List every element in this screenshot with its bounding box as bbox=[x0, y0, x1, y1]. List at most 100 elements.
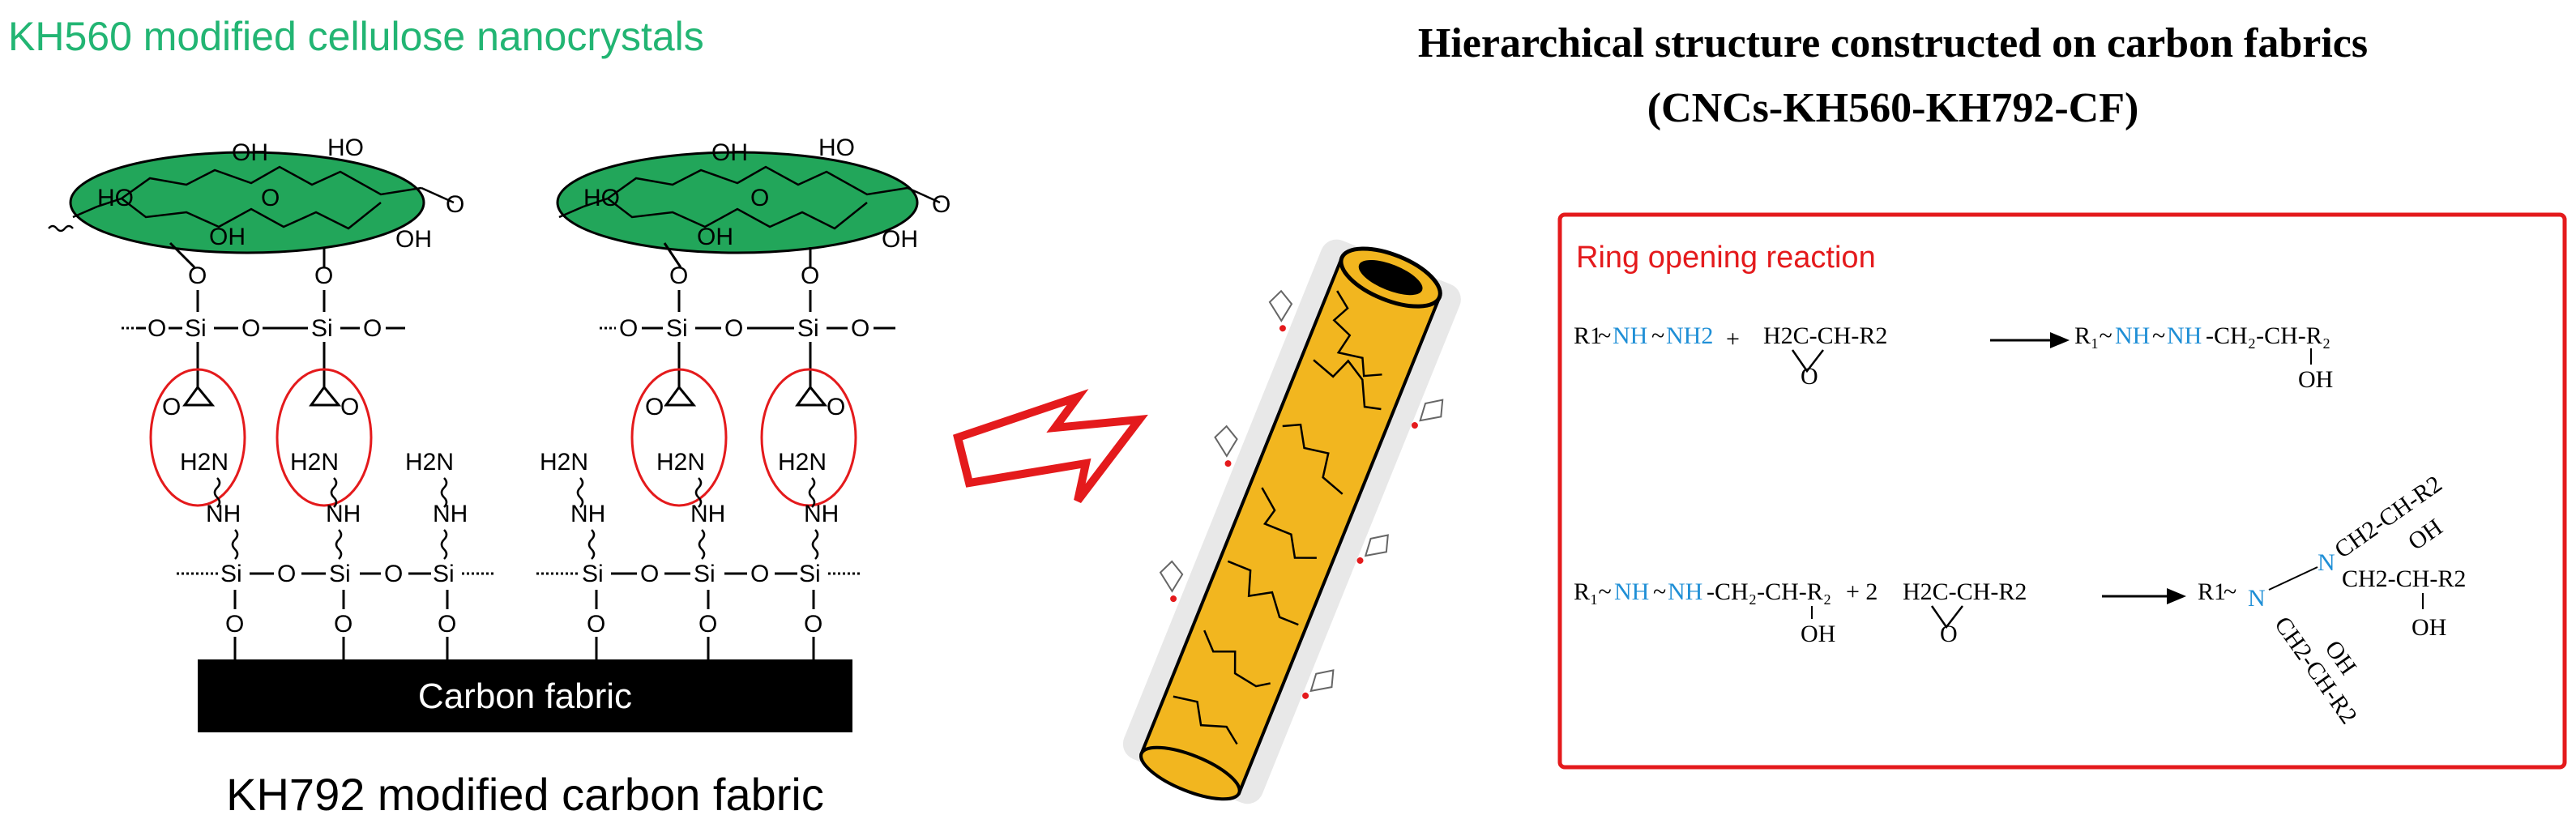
svg-text:NH: NH bbox=[1668, 578, 1702, 605]
svg-text:O: O bbox=[1940, 621, 1958, 647]
svg-text:H2N: H2N bbox=[540, 449, 588, 476]
right-title-line1: Hierarchical structure constructed on ca… bbox=[1418, 20, 2368, 66]
svg-text:Si: Si bbox=[220, 561, 242, 587]
svg-text:+ 2: + 2 bbox=[1846, 578, 1878, 605]
svg-text:OH: OH bbox=[232, 139, 268, 166]
svg-text:O: O bbox=[932, 191, 951, 218]
svg-text:R₁~: R₁~ bbox=[2074, 322, 2112, 349]
svg-text:H2N: H2N bbox=[180, 449, 229, 476]
svg-text:H2N: H2N bbox=[405, 449, 454, 476]
svg-text:Si: Si bbox=[433, 561, 455, 587]
svg-text:~: ~ bbox=[1651, 322, 1664, 349]
svg-text:O: O bbox=[851, 315, 869, 342]
svg-text:O: O bbox=[438, 611, 456, 638]
svg-text:~: ~ bbox=[1598, 322, 1611, 349]
svg-text:HO: HO bbox=[327, 134, 364, 161]
svg-text:HO: HO bbox=[97, 185, 134, 211]
svg-text:NH: NH bbox=[206, 501, 241, 527]
svg-text:O: O bbox=[340, 394, 359, 420]
svg-text:OH: OH bbox=[2403, 514, 2447, 556]
svg-text:O: O bbox=[619, 315, 638, 342]
reaction-1: R1 ~ NH ~ NH2 + H2C-CH-R2 O R₁~ NH ~ NH … bbox=[1574, 322, 2333, 393]
svg-text:N: N bbox=[2318, 549, 2335, 576]
svg-text:NH: NH bbox=[433, 501, 468, 527]
svg-text:O: O bbox=[162, 394, 181, 420]
svg-text:O: O bbox=[804, 611, 822, 638]
svg-text:OH: OH bbox=[711, 139, 748, 166]
reaction-2: R₁~ NH ~ NH -CH₂-CH-R₂ OH + 2 H2C-CH-R2 … bbox=[1574, 471, 2466, 729]
svg-text:O: O bbox=[750, 185, 769, 211]
upper-siloxane-left: O O O Si O Si O bbox=[122, 241, 405, 373]
svg-text:OH: OH bbox=[882, 226, 918, 253]
svg-text:OH: OH bbox=[2298, 366, 2333, 393]
svg-text:O: O bbox=[640, 561, 659, 587]
svg-text:O: O bbox=[384, 561, 403, 587]
svg-text:+: + bbox=[1726, 326, 1740, 352]
transition-arrow-icon bbox=[953, 389, 1148, 504]
svg-text:O: O bbox=[827, 394, 845, 420]
svg-text:Si: Si bbox=[666, 315, 688, 342]
svg-text:O: O bbox=[188, 262, 207, 289]
svg-text:O: O bbox=[277, 561, 296, 587]
svg-text:Si: Si bbox=[311, 315, 333, 342]
svg-text:Si: Si bbox=[582, 561, 604, 587]
svg-text:~: ~ bbox=[2152, 322, 2165, 349]
svg-text:O: O bbox=[724, 315, 743, 342]
left-caption: KH792 modified carbon fabric bbox=[226, 769, 824, 820]
svg-text:H2N: H2N bbox=[290, 449, 339, 476]
svg-text:~: ~ bbox=[1653, 578, 1666, 605]
svg-text:NH: NH bbox=[1613, 322, 1647, 349]
svg-text:Si: Si bbox=[329, 561, 351, 587]
cnc-right: OH HO HO O OH OH O bbox=[556, 134, 951, 254]
svg-text:Si: Si bbox=[797, 315, 819, 342]
svg-text:NH: NH bbox=[804, 501, 839, 527]
upper-siloxane-right: O O O Si O Si O bbox=[600, 242, 895, 373]
reaction-sites: O O O O bbox=[149, 368, 857, 507]
svg-text:O: O bbox=[698, 611, 717, 638]
svg-text:NH: NH bbox=[326, 501, 361, 527]
svg-text:Si: Si bbox=[185, 315, 207, 342]
svg-text:NH: NH bbox=[2115, 322, 2150, 349]
svg-text:O: O bbox=[261, 185, 280, 211]
carbon-fabric-bar bbox=[198, 659, 852, 732]
svg-text:R1: R1 bbox=[1574, 322, 1602, 349]
svg-text:Si: Si bbox=[694, 561, 716, 587]
svg-text:O: O bbox=[334, 611, 352, 638]
svg-text:N: N bbox=[2248, 585, 2266, 612]
svg-text:R1: R1 bbox=[2198, 578, 2226, 605]
svg-text:OH: OH bbox=[2412, 614, 2446, 641]
svg-text:O: O bbox=[363, 315, 382, 342]
svg-text:OH: OH bbox=[209, 224, 246, 250]
right-title-line2: (CNCs-KH560-KH792-CF) bbox=[1647, 85, 2139, 131]
cnc-left: OH HO HO O OH OH O bbox=[48, 134, 464, 254]
carbon-fiber-icon bbox=[1122, 239, 1461, 804]
svg-text:H2C-CH-R2: H2C-CH-R2 bbox=[1903, 578, 2027, 605]
svg-text:O: O bbox=[750, 561, 769, 587]
svg-text:HO: HO bbox=[583, 185, 620, 211]
svg-text:O: O bbox=[1801, 363, 1818, 390]
svg-text:H2N: H2N bbox=[778, 449, 827, 476]
ring-opening-box bbox=[1557, 212, 2567, 770]
left-title: KH560 modified cellulose nanocrystals bbox=[8, 14, 704, 59]
svg-text:-CH₂-CH-R₂: -CH₂-CH-R₂ bbox=[1707, 578, 1831, 605]
svg-text:HO: HO bbox=[818, 134, 855, 161]
svg-text:NH: NH bbox=[570, 501, 605, 527]
svg-text:~: ~ bbox=[2224, 578, 2236, 605]
svg-text:NH: NH bbox=[2167, 322, 2202, 349]
svg-text:-CH₂-CH-R₂: -CH₂-CH-R₂ bbox=[2206, 322, 2330, 349]
svg-text:R₁~: R₁~ bbox=[1574, 578, 1612, 605]
lower-siloxane: Si O Si O Si Si O Si O Si O O O O O bbox=[177, 561, 861, 659]
svg-text:H2N: H2N bbox=[656, 449, 705, 476]
svg-text:O: O bbox=[225, 611, 244, 638]
svg-text:H2C-CH-R2: H2C-CH-R2 bbox=[1763, 322, 1887, 349]
svg-text:O: O bbox=[446, 191, 464, 218]
svg-text:O: O bbox=[645, 394, 664, 420]
svg-text:O: O bbox=[669, 262, 688, 289]
svg-text:NH: NH bbox=[1614, 578, 1649, 605]
svg-text:O: O bbox=[314, 262, 333, 289]
amine-chains: H2N H2N H2N H2N H2N H2N NH NH NH NH NH N… bbox=[180, 449, 839, 560]
svg-text:O: O bbox=[587, 611, 605, 638]
svg-text:O: O bbox=[801, 262, 819, 289]
svg-text:O: O bbox=[147, 315, 166, 342]
